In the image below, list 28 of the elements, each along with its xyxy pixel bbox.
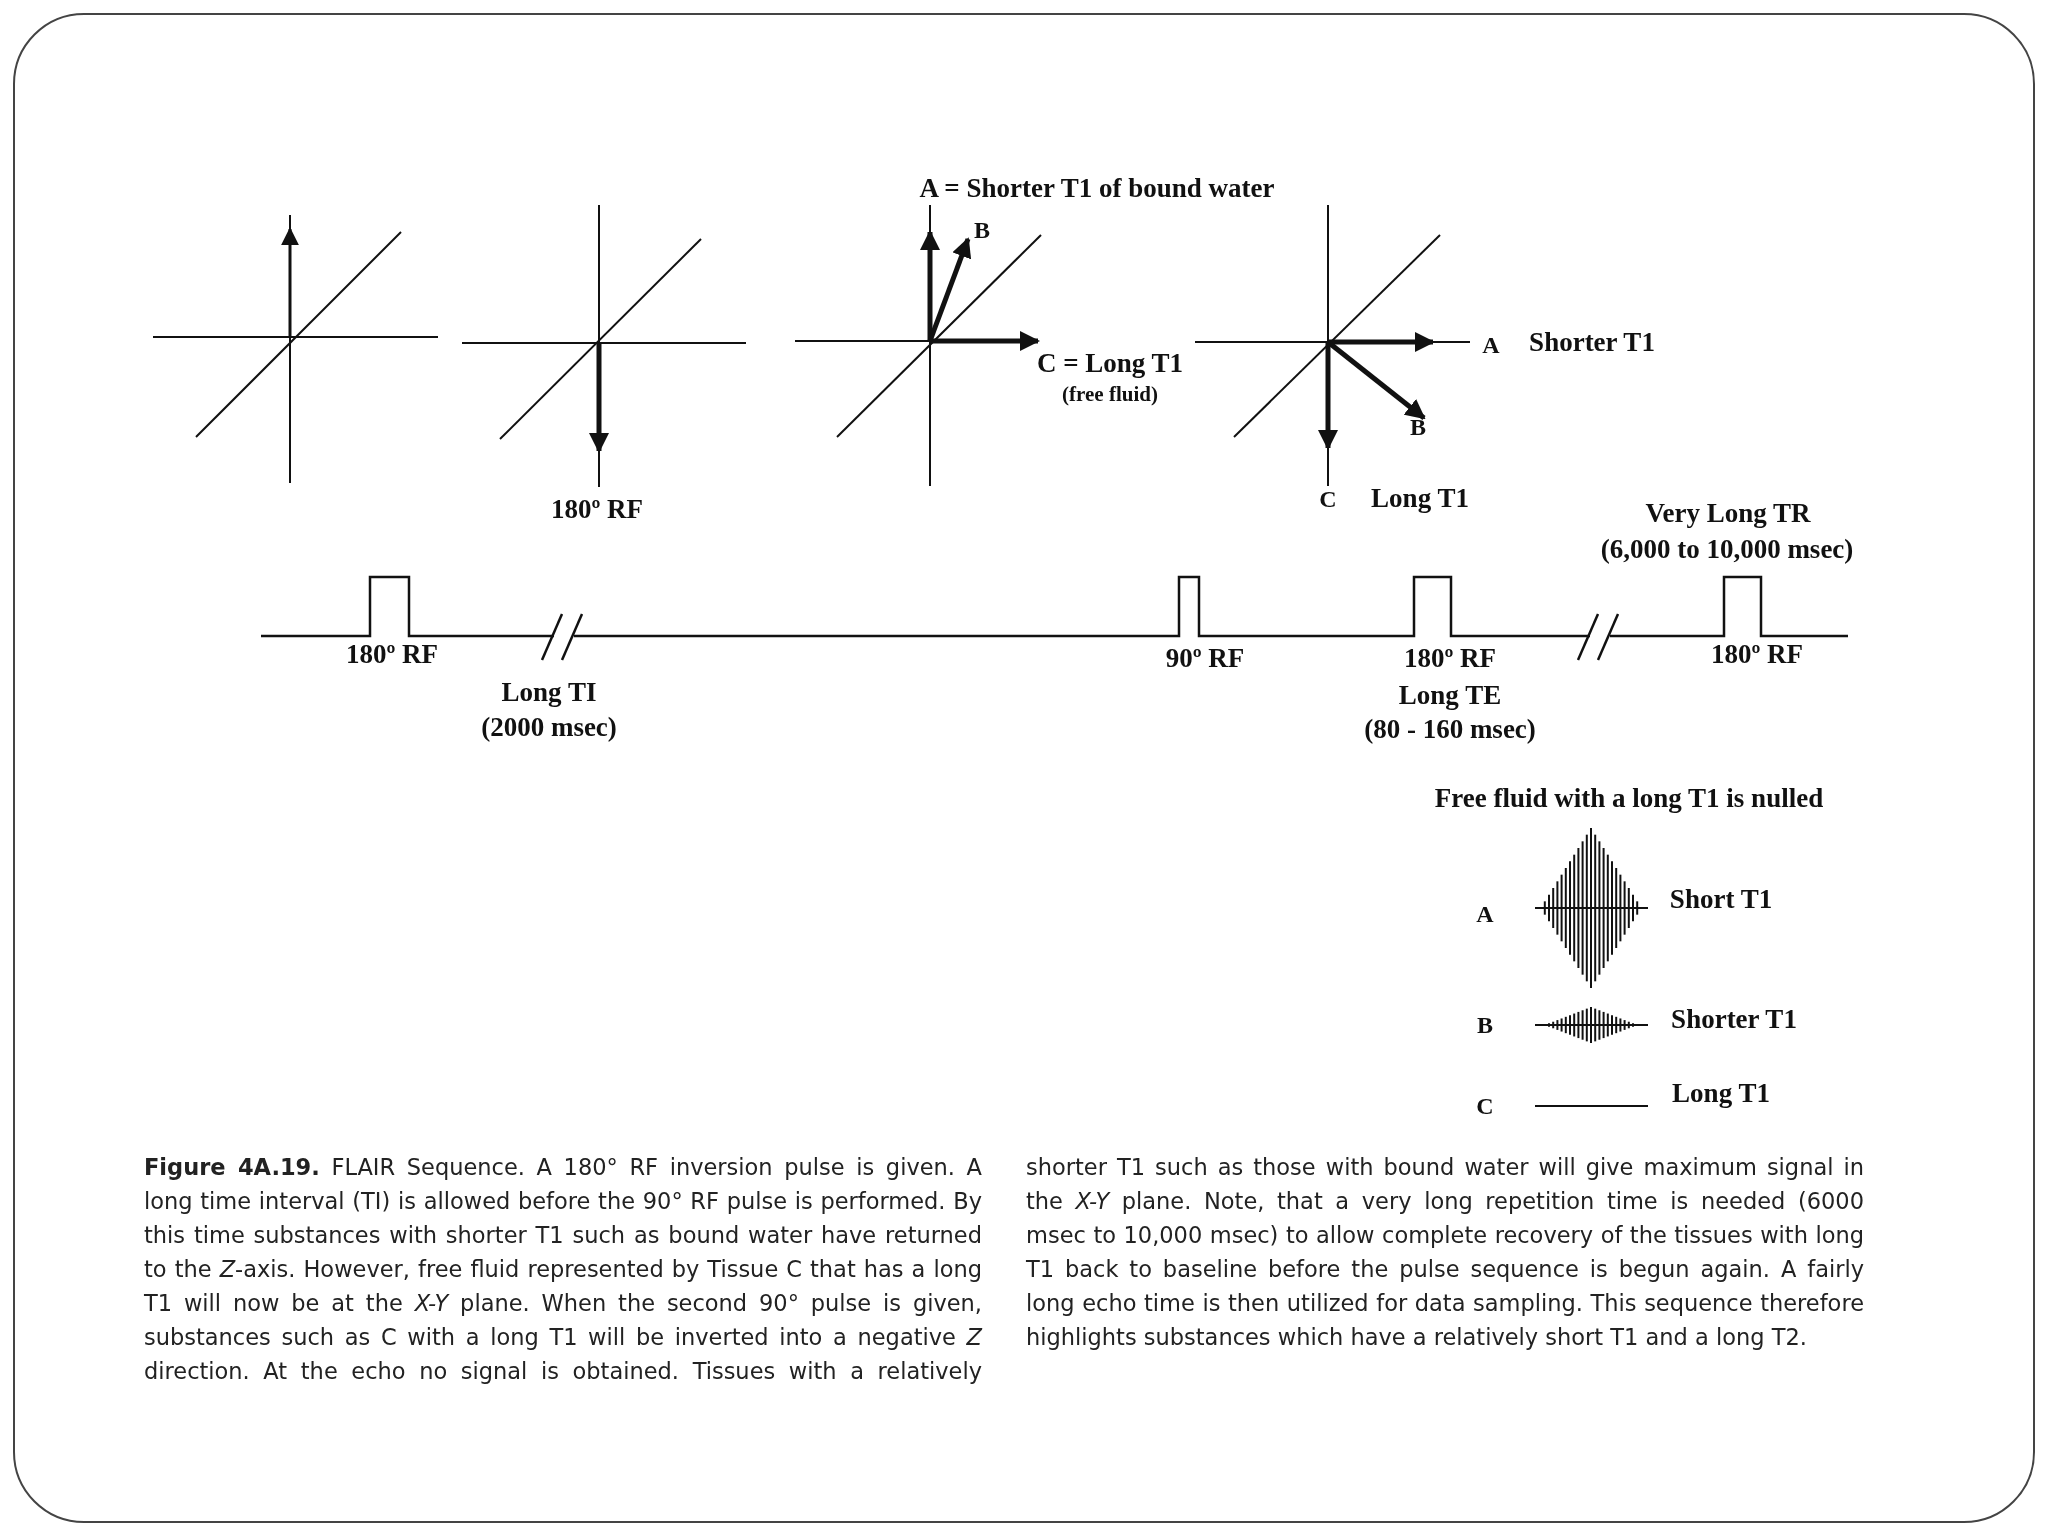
interval-label: (80 - 160 msec) <box>1364 713 1536 745</box>
signal-label: Short T1 <box>1669 883 1773 915</box>
pulse-label: 180º RF <box>1403 642 1497 674</box>
signal-label: Shorter T1 <box>1671 1003 1797 1035</box>
vector-label: C <box>1319 485 1337 513</box>
vector-label: B <box>974 216 990 244</box>
signal-label: C <box>1476 1092 1494 1120</box>
vector-label: B <box>1410 413 1426 441</box>
signal-label: B <box>1477 1011 1493 1039</box>
interval-label: Long TE <box>1398 679 1502 711</box>
signal-label: Long T1 <box>1672 1077 1770 1109</box>
interval-label: Long TI <box>501 676 597 708</box>
interval-label: (2000 msec) <box>481 711 617 743</box>
vector-label: C = Long T1 <box>1036 347 1184 379</box>
pulse-label: 180º RF <box>1710 638 1804 670</box>
figure-caption: Figure 4A.19. FLAIR Sequence. A 180° RF inversion pulse is given. A long time interval (TI) is allowed before the 90° RF pulse is performed. By this time substances with shorter T1 such as bound water have returned to the Z-axis. However, free fluid represented by Tissue C that has a long T1 will now be at the X-Y plane. When the second 90° pulse is given, substances such as C with a long T1 will be inverted into a negative Z direction. At the echo no signal is obtained. Tissues with a relatively shorter T1 such as those with bound water will give maximum signal in the X-Y plane. Note, that a very long repetition time is needed (6000 msec to 10,000 msec) to allow complete recovery of the tissues with long T1 back to baseline before the pulse sequence is begun again. A fairly long echo time is then utilized for data sampling. This sequence therefore highlights substances which have a relatively short T1 and a long T2. <box>144 1153 1864 1386</box>
interval-label: (6,000 to 10,000 msec) <box>1600 533 1854 565</box>
vector-label: (free fluid) <box>1062 381 1158 407</box>
vector-label: Long T1 <box>1371 482 1469 514</box>
pulse-label: 180º RF <box>345 638 439 670</box>
pulse-label: 90º RF <box>1165 642 1245 674</box>
vector-label: Shorter T1 <box>1529 326 1655 358</box>
interval-label: Very Long TR <box>1645 497 1811 529</box>
signal-label: A <box>1476 900 1494 928</box>
vector-label: A <box>1482 331 1500 359</box>
vector-label: A = Shorter T1 of bound water <box>919 172 1275 204</box>
signal-heading: Free fluid with a long T1 is nulled <box>1434 782 1824 814</box>
pulse-label: 180º RF <box>550 493 644 525</box>
